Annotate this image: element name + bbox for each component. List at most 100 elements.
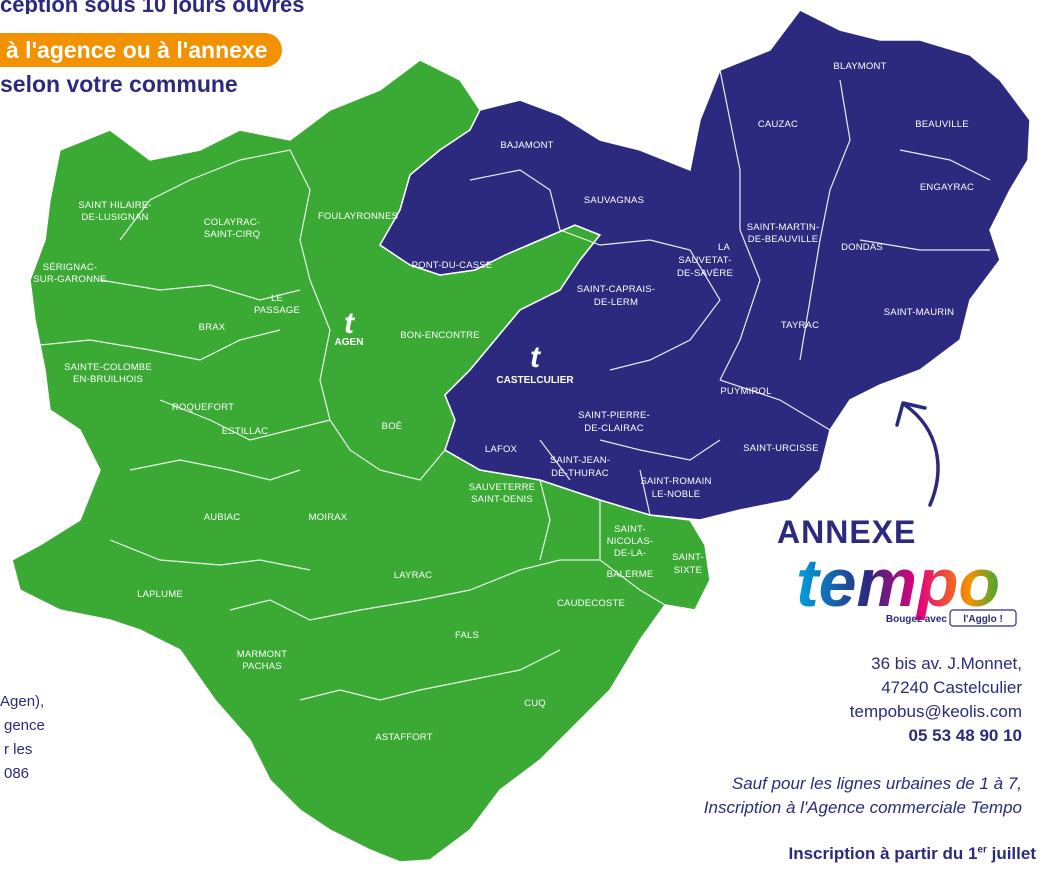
label: BAJAMONT xyxy=(500,140,553,151)
left-note-block: Agen), gence r les 086 xyxy=(0,690,90,786)
inscription-text: Inscription à partir du 1 xyxy=(788,844,978,863)
label: ASTAFFORT xyxy=(375,732,432,743)
label: SAINT-DENIS xyxy=(471,494,533,505)
label: COLAYRAC- xyxy=(204,217,261,228)
agen-t-logo-icon: t xyxy=(344,307,356,340)
label: LAPLUME xyxy=(137,589,183,600)
label: ESTILLAC xyxy=(222,426,268,437)
label: TAYRAC xyxy=(781,320,819,331)
label: SAINT- xyxy=(614,524,646,535)
inscription-rest: juillet xyxy=(986,844,1036,863)
label: FALS xyxy=(455,630,479,641)
left-note-line-3: r les xyxy=(4,741,33,758)
annexe-label: ANNEXE xyxy=(777,514,916,551)
arrow-annexe-icon xyxy=(903,403,940,507)
contact-block: 36 bis av. J.Monnet, 47240 Castelculier … xyxy=(722,652,1022,748)
tagline-left: Bougez avec xyxy=(886,614,948,625)
label: CUQ xyxy=(524,698,546,709)
header-line-3-text: selon votre commune xyxy=(0,71,238,97)
left-note-line-2: gence xyxy=(4,717,45,734)
label: FOULAYRONNES xyxy=(318,211,398,222)
label: DE-SAVÈRE xyxy=(677,268,733,279)
label: BON-ENCONTRE xyxy=(400,330,479,341)
header-line-1-text: ception sous 10 jours ouvrés xyxy=(0,0,305,14)
note-line-2: Inscription à l'Agence commerciale Tempo xyxy=(703,798,1022,817)
label: SAINT-CIRQ xyxy=(204,229,260,240)
label: CAUZAC xyxy=(758,119,798,130)
label: BEAUVILLE xyxy=(915,119,969,130)
label: SAINT-MAURIN xyxy=(884,307,955,318)
label: AUBIAC xyxy=(204,512,241,523)
municipal-borders xyxy=(39,69,991,701)
label: SAINT-MARTIN- xyxy=(747,222,820,233)
hub-castelculier-label: CASTELCULIER xyxy=(496,375,574,386)
inscription-sup: er xyxy=(977,844,987,856)
label: BOÉ xyxy=(382,421,403,432)
note-line-1: Sauf pour les lignes urbaines de 1 à 7, xyxy=(731,774,1022,793)
label: PONT-DU-CASSE xyxy=(412,260,493,271)
arrow-head-icon xyxy=(895,401,927,427)
navy-zone-annexe xyxy=(379,9,1031,521)
header-line-3: selon votre commune xyxy=(0,71,238,98)
label: SAUVETAT- xyxy=(678,255,731,266)
label: NICOLAS- xyxy=(607,536,653,547)
label: SAINTE-COLOMBE xyxy=(64,362,152,373)
label: DE-LUSIGNAN xyxy=(81,212,148,223)
castelculier-t-logo-icon: t xyxy=(530,341,542,374)
label: BALERME xyxy=(607,569,654,580)
label: DE-BEAUVILLE xyxy=(748,234,819,245)
label: SAINT- xyxy=(672,552,704,563)
label: ROQUEFORT xyxy=(172,402,234,413)
left-note-line-4: 086 xyxy=(4,765,30,782)
label: DE-CLAIRAC xyxy=(584,423,644,434)
label: SAUVAGNAS xyxy=(584,195,644,206)
label: LE xyxy=(271,293,283,304)
label: SAINT-PIERRE- xyxy=(578,410,650,421)
label: SAINT-JEAN- xyxy=(550,455,610,466)
label: DE-THURAC xyxy=(551,468,609,479)
phone-number[interactable]: 05 53 48 90 10 xyxy=(908,726,1022,745)
label: MOIRAX xyxy=(309,512,348,523)
labels-green: SAINT HILAIRE- DE-LUSIGNAN COLAYRAC- SAI… xyxy=(33,200,704,743)
email-link[interactable]: tempobus@keolis.com xyxy=(849,702,1022,721)
label: PACHAS xyxy=(242,661,282,672)
label: SÉRIGNAC- xyxy=(43,262,98,273)
address-line-1: 36 bis av. J.Monnet, xyxy=(871,654,1022,673)
tagline-right: l'Agglo ! xyxy=(963,614,1003,625)
label: BLAYMONT xyxy=(833,61,886,72)
label: DONDAS xyxy=(841,242,883,253)
label: SUR-GARONNE xyxy=(33,274,106,285)
note-block: Sauf pour les lignes urbaines de 1 à 7, … xyxy=(542,772,1022,820)
label: DE-LA- xyxy=(614,548,646,559)
address-line-2: 47240 Castelculier xyxy=(881,678,1022,697)
label: BRAX xyxy=(199,322,226,333)
label: MARMONT xyxy=(237,649,287,660)
annexe-label-text: ANNEXE xyxy=(777,514,917,550)
label: ENGAYRAC xyxy=(920,182,974,193)
label: SAUVETERRE xyxy=(469,482,535,493)
tagline-badge xyxy=(949,609,1017,627)
left-note-line-1: Agen), xyxy=(0,693,45,710)
label: SAINT HILAIRE- xyxy=(78,200,151,211)
label: SAINT-URCISSE xyxy=(743,443,818,454)
header-line-2-text: à l'agence ou à l'annexe xyxy=(6,36,268,63)
label: SAINT-ROMAIN xyxy=(640,476,711,487)
label: PUYMIROL xyxy=(720,386,771,397)
header-pill: à l'agence ou à l'annexe xyxy=(0,33,282,67)
label: SAINT-CAPRAIS- xyxy=(577,284,655,295)
label: CAUDECOSTE xyxy=(557,598,625,609)
tempo-logo: tempo Bougez avec l'Agglo ! xyxy=(796,545,1017,627)
hub-agen-label: AGEN xyxy=(335,337,364,348)
agen-marker: t AGEN xyxy=(335,307,364,348)
label: EN-BRUILHOIS xyxy=(73,374,143,385)
label: LAFOX xyxy=(485,444,518,455)
header-line-1: ception sous 10 jours ouvrés xyxy=(0,0,420,14)
label: SIXTE xyxy=(674,565,702,576)
castelculier-marker: t CASTELCULIER xyxy=(496,341,574,386)
label: LE-NOBLE xyxy=(652,489,701,500)
label: DE-LERM xyxy=(594,297,638,308)
label: LAYRAC xyxy=(394,570,433,581)
label: LA xyxy=(718,242,730,253)
label: PASSAGE xyxy=(254,305,300,316)
